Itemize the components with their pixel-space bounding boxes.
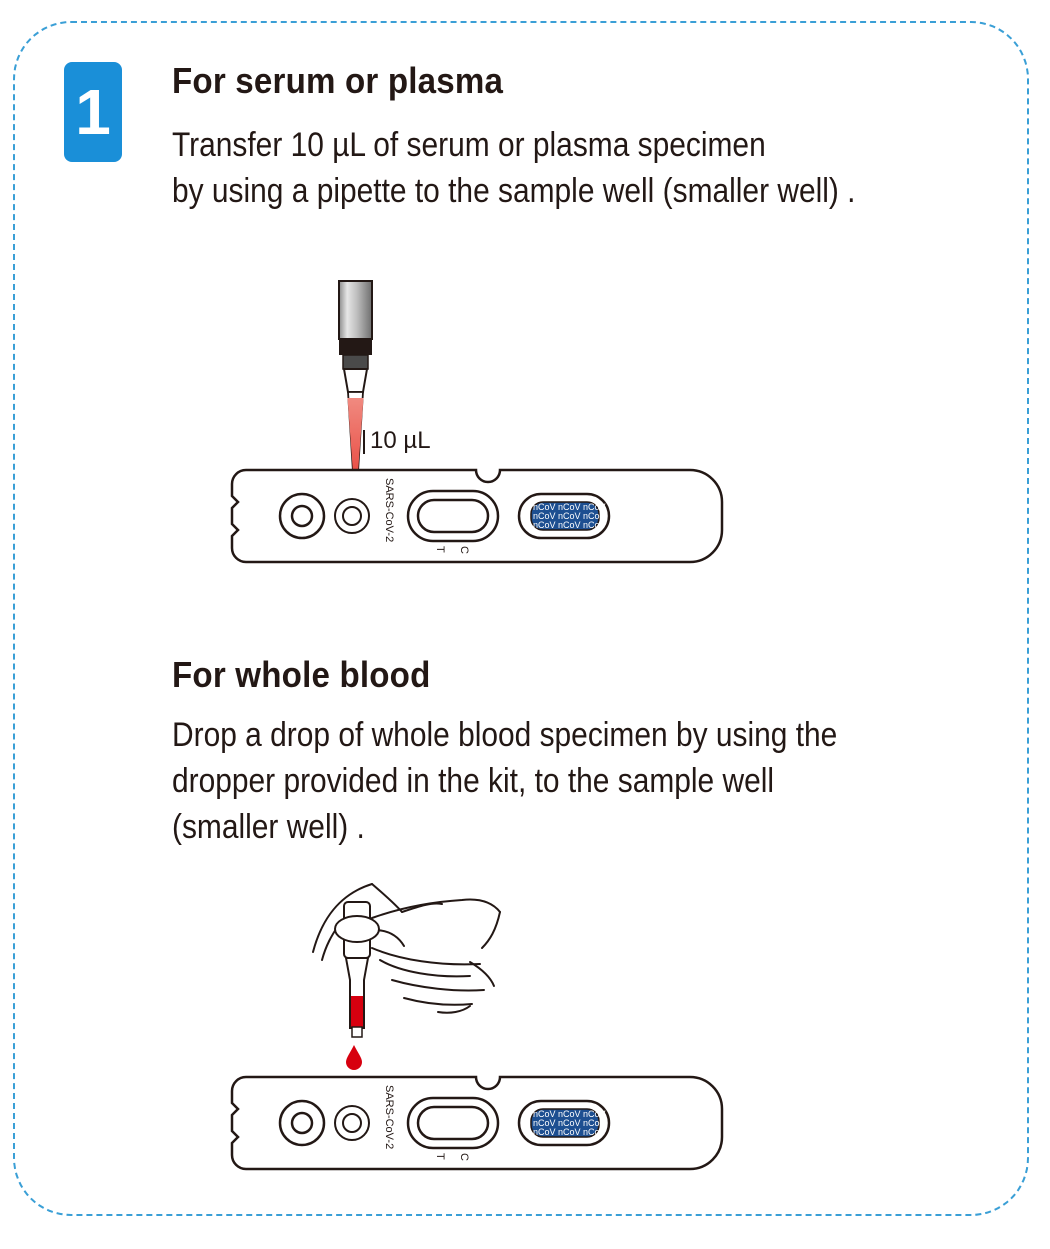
blood-line-2: dropper provided in the kit, to the samp…	[172, 762, 775, 800]
hand-with-dropper-illustration	[312, 883, 501, 1014]
brand-pattern-row-3: nCoV nCoV nCoV	[533, 1127, 606, 1137]
brand-pattern-row-2: nCoV nCoV nCoV	[533, 511, 606, 521]
control-line-marker: C	[458, 1153, 470, 1161]
serum-line-1: Transfer 10 µL of serum or plasma specim…	[172, 126, 766, 164]
cassette-name-label: SARS-CoV-2	[383, 1085, 395, 1149]
brand-pattern-row-1: nCoV nCoV nCoV	[533, 1109, 606, 1119]
brand-pattern-row-1: nCoV nCoV nCoV	[533, 502, 606, 512]
dashed-frame	[13, 21, 1029, 1216]
cassette-outline	[230, 1075, 724, 1171]
brand-pattern-row-3: nCoV nCoV nCoV	[533, 520, 606, 530]
test-line-marker: T	[434, 1153, 446, 1160]
test-cassette-2: nCoV nCoV nCoV nCoV nCoV nCoV nCoV nCoV …	[230, 1075, 724, 1171]
blood-line-3: (smaller well) .	[172, 808, 365, 846]
dropper-illustration	[334, 901, 380, 1038]
cassette-name-label: SARS-CoV-2	[383, 478, 395, 542]
serum-instructions: Transfer 10 µL of serum or plasma specim…	[172, 122, 855, 214]
serum-heading: For serum or plasma	[172, 60, 504, 101]
blood-drop-icon	[346, 1045, 362, 1070]
cassette-outline	[230, 468, 724, 564]
test-line-marker: T	[434, 546, 446, 553]
volume-label: 10 µL	[370, 427, 431, 454]
serum-line-2: by using a pipette to the sample well (s…	[172, 172, 856, 210]
blood-line-1: Drop a drop of whole blood specimen by u…	[172, 716, 838, 754]
brand-pattern-row-2: nCoV nCoV nCoV	[533, 1118, 606, 1128]
control-line-marker: C	[458, 546, 470, 554]
step-number-badge: 1	[64, 62, 122, 162]
test-cassette-1: nCoV nCoV nCoV nCoV nCoV nCoV nCoV nCoV …	[230, 468, 724, 564]
pipette-illustration	[338, 280, 373, 489]
blood-heading: For whole blood	[172, 654, 431, 695]
blood-instructions: Drop a drop of whole blood specimen by u…	[172, 712, 837, 850]
